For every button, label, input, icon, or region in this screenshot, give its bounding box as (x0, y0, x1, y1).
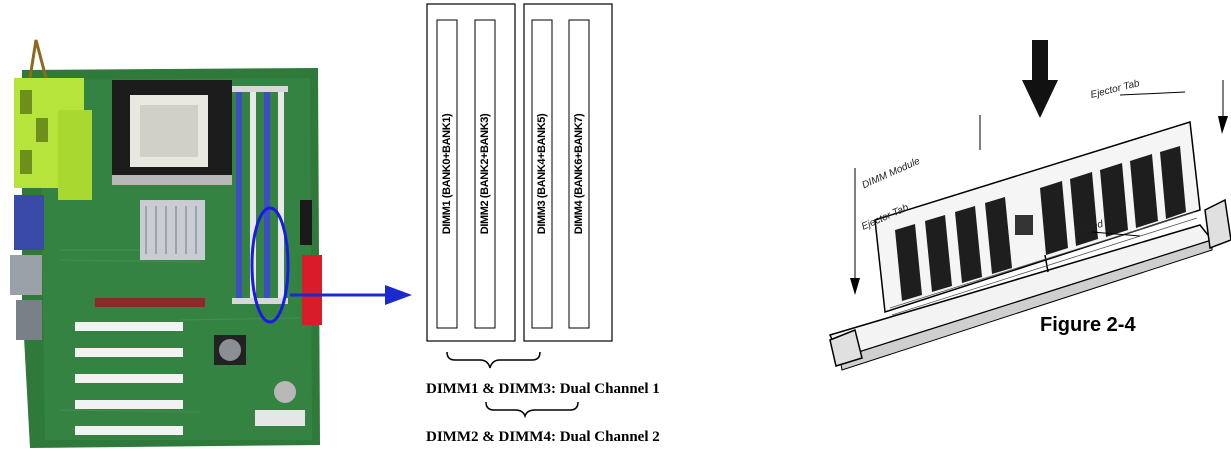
dual-channel-2-caption: DIMM2 & DIMM4: Dual Channel 2 (426, 429, 660, 445)
dimm2-label: DIMM2 (BANK2+BANK3) (479, 113, 491, 235)
red-connector (302, 255, 322, 325)
dual-channel-1-caption: DIMM1 & DIMM3: Dual Channel 1 (426, 381, 660, 397)
dimm4-label: DIMM4 (BANK6+BANK7) (573, 113, 585, 235)
insert-arrow (1022, 40, 1058, 118)
motherboard-image (10, 39, 322, 448)
pointer-arrow (290, 285, 412, 305)
cpu-socket (112, 80, 232, 185)
channel-brackets (446, 351, 579, 419)
dimm-install-illustration (828, 40, 1231, 371)
highlight-ellipse (250, 206, 290, 324)
io-shield (14, 39, 92, 200)
dimm-slot-diagram (426, 3, 613, 342)
memory-chips (895, 146, 1186, 301)
expansion-slots (75, 298, 205, 435)
dimm-slots-photo (232, 86, 288, 304)
figure-caption: Figure 2-4 (1040, 314, 1136, 336)
dimm3-label: DIMM3 (BANK4+BANK5) (536, 113, 548, 235)
dimm1-label: DIMM1 (BANK0+BANK1) (441, 113, 453, 235)
